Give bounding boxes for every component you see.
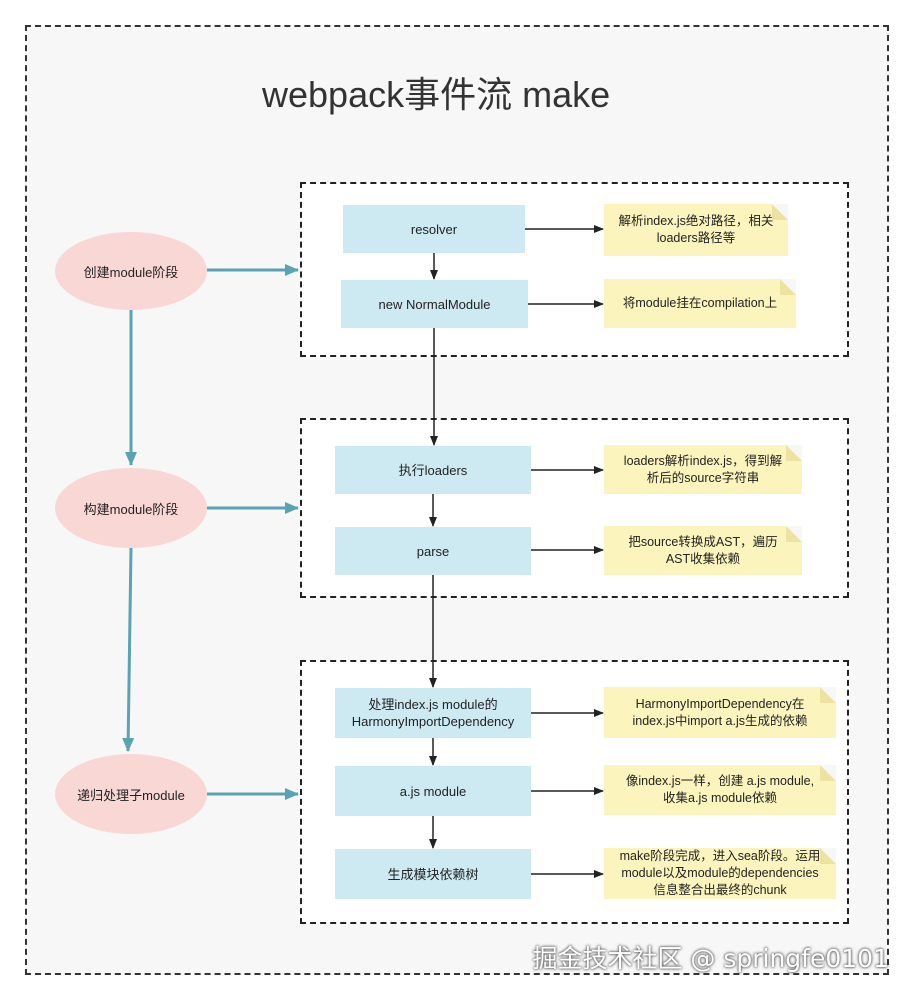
step-exec-loaders: 执行loaders — [335, 446, 531, 494]
note-new-normal-module: 将module挂在compilation上 — [604, 279, 796, 328]
note-exec-loaders-text: loaders解析index.js，得到解 析后的source字符串 — [623, 453, 783, 485]
step-process-dependency: 处理index.js module的 HarmonyImportDependen… — [335, 688, 531, 738]
step-exec-loaders-label: 执行loaders — [398, 462, 468, 478]
note-exec-loaders: loaders解析index.js，得到解 析后的source字符串 — [604, 445, 802, 494]
stage-build-label: 构建module阶段 — [83, 501, 179, 517]
stage-create-label: 创建module阶段 — [83, 264, 179, 280]
stage-recursive-label: 递归处理子module — [77, 787, 185, 803]
step-resolver-label: resolver — [410, 221, 458, 237]
step-gen-tree: 生成模块依赖树 — [335, 849, 531, 899]
stage-build: 构建module阶段 — [55, 468, 207, 548]
note-resolver: 解析index.js绝对路径，相关 loaders路径等 — [604, 204, 788, 256]
step-new-normal-module: new NormalModule — [341, 280, 528, 328]
diagram-title: webpack事件流 make — [262, 74, 611, 115]
note-ajs-module-text: 像index.js一样，创建 a.js module, 收集a.js modul… — [625, 774, 815, 805]
note-ajs-module: 像index.js一样，创建 a.js module, 收集a.js modul… — [604, 765, 836, 815]
note-parse-text: 把source转换成AST，遍历 AST收集依赖 — [628, 534, 778, 566]
step-process-dependency-label: 处理index.js module的 HarmonyImportDependen… — [351, 697, 515, 729]
step-parse: parse — [335, 527, 531, 575]
note-process-dependency: HarmonyImportDependency在 index.js中import… — [604, 687, 836, 738]
stage-recursive: 递归处理子module — [55, 754, 207, 834]
step-gen-tree-label: 生成模块依赖树 — [387, 866, 479, 882]
stage-create: 创建module阶段 — [55, 232, 207, 310]
step-new-normal-module-label: new NormalModule — [378, 296, 491, 312]
step-resolver: resolver — [343, 205, 525, 253]
note-resolver-text: 解析index.js绝对路径，相关 loaders路径等 — [618, 214, 774, 245]
step-ajs-module: a.js module — [335, 766, 531, 816]
note-parse: 把source转换成AST，遍历 AST收集依赖 — [604, 526, 802, 575]
note-gen-tree: make阶段完成，进入sea阶段。运用 module以及module的depen… — [604, 848, 836, 899]
note-gen-tree-text: make阶段完成，进入sea阶段。运用 module以及module的depen… — [619, 849, 821, 897]
step-ajs-module-label: a.js module — [399, 783, 467, 799]
note-new-normal-module-text: 将module挂在compilation上 — [622, 296, 778, 310]
note-process-dependency-text: HarmonyImportDependency在 index.js中import… — [632, 696, 808, 728]
watermark: 掘金技术社区 @ springfe0101 — [532, 944, 889, 973]
step-parse-label: parse — [416, 543, 450, 559]
